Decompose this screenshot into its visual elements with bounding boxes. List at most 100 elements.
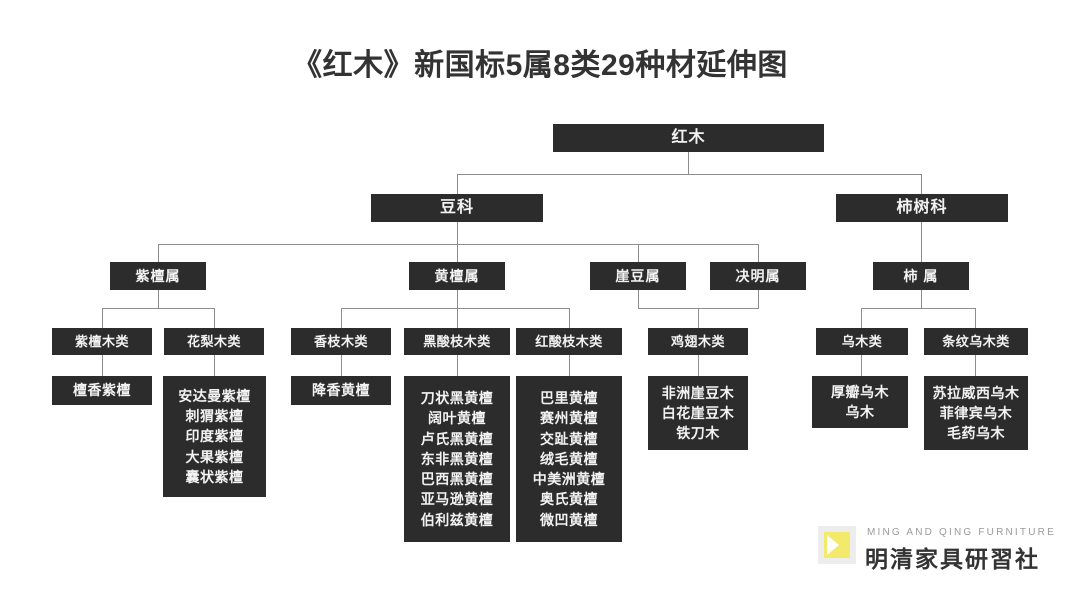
species-item: 巴西黑黄檀 (420, 471, 494, 488)
logo-square-icon (818, 526, 856, 564)
species-item: 刺猬紫檀 (185, 408, 244, 425)
species-item: 毛药乌木 (947, 425, 1005, 442)
connector-to-juemingshu (758, 244, 759, 262)
species-item: 中美洲黄檀 (532, 471, 606, 488)
connector-to-zitanshu (158, 244, 159, 262)
connector-to-shishuke (921, 174, 922, 194)
connector-heisuanzhimulei-down (457, 355, 458, 376)
node-genus-zitanshu[interactable]: 紫檀属 (110, 262, 206, 290)
species-item: 亚马逊黄檀 (420, 491, 494, 508)
node-category-hongsuanzhimulei[interactable]: 红酸枝木类 (516, 328, 622, 355)
species-item: 菲律宾乌木 (939, 404, 1013, 421)
species-item: 巴里黄檀 (540, 389, 598, 406)
connector-douke-down (457, 222, 458, 244)
connector-to-tiaowenwumulei (975, 308, 976, 329)
species-item: 囊状紫檀 (185, 468, 244, 485)
connector-hualimulei-down (214, 355, 215, 376)
species-item: 奥氏黄檀 (540, 491, 598, 508)
species-item: 降香黄檀 (312, 382, 370, 399)
connector-to-huangtanshu (457, 244, 458, 262)
species-item: 卢氏黑黄檀 (420, 430, 494, 447)
species-item: 绒毛黄檀 (540, 450, 598, 467)
connector-shishu-down (921, 290, 922, 308)
node-genus-huangtanshu[interactable]: 黄檀属 (409, 262, 505, 290)
species-item: 东非黑黄檀 (420, 450, 494, 467)
connector-tiaowenwumulei-down (975, 355, 976, 376)
node-family-douke[interactable]: 豆科 (371, 194, 543, 222)
connector-to-wumulei (861, 308, 862, 329)
connector-to-jichimulei (698, 308, 699, 329)
connector-zitanshu-bus (102, 308, 214, 309)
node-label: 乌木类 (841, 333, 883, 349)
connector-to-hongsuanzhimulei (569, 308, 570, 329)
node-category-zitanmulei[interactable]: 紫檀木类 (52, 328, 152, 355)
connector-root-down (688, 152, 689, 174)
node-label: 豆科 (439, 198, 474, 216)
species-list-jichimulei[interactable]: 非洲崖豆木白花崖豆木铁刀木 (648, 376, 748, 450)
species-item: 微凹黄檀 (540, 511, 598, 528)
connector-hongsuanzhimulei-down (569, 355, 570, 376)
connector-huangtanshu-down (457, 290, 458, 308)
species-item: 阔叶黄檀 (428, 410, 486, 427)
connector-zitanmulei-down (102, 355, 103, 376)
species-item: 交趾黄檀 (540, 430, 598, 447)
connector-xiangzhimulei-down (341, 355, 342, 376)
node-label: 黄檀属 (434, 267, 480, 284)
species-list-hongsuanzhimulei[interactable]: 巴里黄檀赛州黄檀交趾黄檀绒毛黄檀中美洲黄檀奥氏黄檀微凹黄檀 (516, 376, 622, 542)
node-category-hualimulei[interactable]: 花梨木类 (164, 328, 264, 355)
logo-chinese-text: 明清家具研習社 (865, 546, 1040, 573)
node-label: 香枝木类 (313, 333, 368, 349)
node-label: 决明属 (735, 267, 781, 284)
node-category-jichimulei[interactable]: 鸡翅木类 (648, 328, 748, 355)
node-category-heisuanzhimulei[interactable]: 黑酸枝木类 (404, 328, 510, 355)
node-label: 柿 属 (903, 267, 939, 284)
connector-yadoushu-down (638, 290, 639, 308)
species-list-hualimulei[interactable]: 安达曼紫檀刺猬紫檀印度紫檀大果紫檀囊状紫檀 (163, 376, 266, 497)
node-label: 紫檀属 (135, 267, 181, 284)
species-list-wumulei[interactable]: 厚瓣乌木乌木 (812, 376, 908, 428)
brand-logo: MING AND QING FURNITURE 明清家具研習社 (815, 518, 1065, 578)
node-label: 条纹乌木类 (942, 333, 1010, 349)
node-label: 红木 (671, 128, 706, 146)
node-category-tiaowenwumulei[interactable]: 条纹乌木类 (924, 328, 1028, 355)
node-genus-juemingshu[interactable]: 决明属 (710, 262, 806, 290)
connector-to-heisuanzhimulei (457, 308, 458, 329)
species-list-tiaowenwumulei[interactable]: 苏拉威西乌木菲律宾乌木毛药乌木 (924, 376, 1028, 450)
connector-genus-bus-left (158, 244, 758, 245)
node-family-shishuke[interactable]: 柿树科 (836, 194, 1008, 222)
species-list-heisuanzhimulei[interactable]: 刀状黑黄檀阔叶黄檀卢氏黑黄檀东非黑黄檀巴西黑黄檀亚马逊黄檀伯利兹黄檀 (404, 376, 510, 542)
connector-huangtanshu-bus (341, 308, 569, 309)
species-item: 安达曼紫檀 (178, 387, 251, 404)
species-item: 厚瓣乌木 (831, 383, 889, 400)
species-item: 印度紫檀 (185, 428, 244, 445)
node-category-wumulei[interactable]: 乌木类 (816, 328, 908, 355)
connector-family-bus (457, 174, 922, 175)
node-root-hongmu[interactable]: 红木 (553, 124, 824, 152)
node-label: 鸡翅木类 (670, 333, 725, 349)
logo-arrow-icon (824, 532, 850, 558)
species-item: 赛州黄檀 (540, 410, 598, 427)
connector-zitanshu-down (158, 290, 159, 308)
node-label: 红酸枝木类 (535, 333, 603, 349)
logo-english-text: MING AND QING FURNITURE (867, 527, 1056, 538)
connector-shishuke-down (921, 222, 922, 262)
species-item: 大果紫檀 (185, 448, 244, 465)
connector-to-xiangzhimulei (341, 308, 342, 329)
species-item: 刀状黑黄檀 (420, 389, 494, 406)
node-genus-yadoushu[interactable]: 崖豆属 (590, 262, 686, 290)
node-genus-shishu[interactable]: 柿 属 (873, 262, 969, 290)
node-label: 黑酸枝木类 (423, 333, 491, 349)
connector-to-zitanmulei (102, 308, 103, 329)
connector-shishu-bus (861, 308, 975, 309)
species-item: 伯利兹黄檀 (420, 511, 494, 528)
species-item: 檀香紫檀 (73, 382, 131, 399)
species-list-zitanmulei[interactable]: 檀香紫檀 (52, 376, 152, 405)
connector-wumulei-down (861, 355, 862, 376)
node-label: 柿树科 (896, 198, 948, 216)
page-title: 《红木》新国标5属8类29种材延伸图 (292, 49, 788, 82)
species-item: 铁刀木 (676, 425, 720, 442)
connector-jichimulei-down (698, 355, 699, 376)
species-list-xiangzhimulei[interactable]: 降香黄檀 (291, 376, 391, 405)
node-category-xiangzhimulei[interactable]: 香枝木类 (291, 328, 391, 355)
